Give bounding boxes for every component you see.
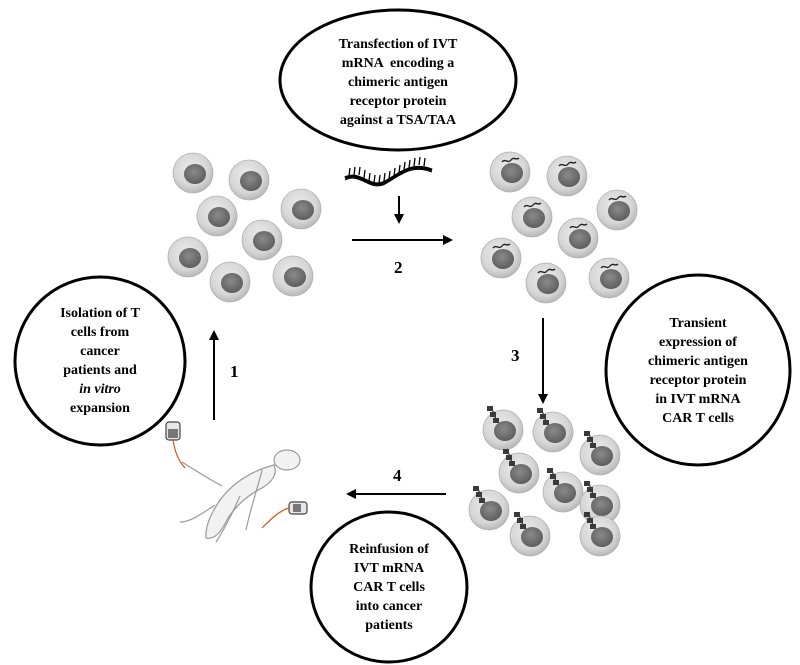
transfection-line-3: chimeric antigen (348, 74, 448, 90)
mrna-squiggle-icon (492, 243, 511, 249)
naive-t-cell (196, 195, 238, 237)
car-receptor-icon (547, 467, 559, 485)
mrna-squiggle-icon (537, 268, 556, 274)
car-receptor-icon (503, 448, 515, 466)
reinfusion-callout-ellipse (309, 510, 469, 664)
naive-t-cell (228, 159, 270, 201)
step-number-3: 3 (511, 346, 520, 365)
naive-t-cell (172, 152, 214, 194)
step-number-4: 4 (393, 466, 402, 485)
mrna-squiggle-icon (501, 157, 520, 163)
naive-t-cell-group (167, 152, 322, 303)
car-t-cell (468, 485, 510, 531)
isolation-line-3: cancer (80, 344, 120, 359)
transfected-t-cell (596, 189, 638, 231)
car-t-cell (509, 511, 551, 557)
isolation-line-5: in vitro (79, 382, 121, 397)
naive-t-cell (209, 261, 251, 303)
car-receptor-icon (514, 511, 526, 529)
reinfusion-line-4: into cancer (355, 598, 423, 614)
car-receptor-icon (584, 430, 596, 448)
isolation-callout-ellipse (13, 275, 187, 447)
car-receptor-icon (537, 407, 549, 425)
patient-icon (179, 449, 301, 543)
naive-t-cell (241, 219, 283, 261)
car-t-cell (482, 405, 524, 451)
expression-line-6: CAR T cells (662, 411, 734, 426)
car-t-cell-group (468, 405, 621, 557)
iv-bag-icon (165, 421, 308, 529)
transfection-line-4: receptor protein (349, 93, 447, 109)
car-t-cell (579, 511, 621, 557)
reinfusion-line-1: Reinfusion of (349, 541, 429, 557)
car-t-cell (542, 467, 584, 513)
car-t-cell (532, 407, 574, 453)
mrna-squiggle-icon (608, 195, 627, 201)
reinfusion-line-2: IVT mRNA (353, 560, 425, 576)
transfection-callout-ellipse (278, 8, 518, 152)
step-number-1: 1 (230, 362, 239, 381)
naive-t-cell (272, 255, 314, 297)
mrna-strand-icon (344, 156, 433, 187)
reinfusion-line-5: patients (365, 617, 413, 633)
mrna-squiggle-icon (569, 223, 588, 229)
expression-callout-ellipse (604, 273, 792, 467)
expression-line-4: receptor protein (649, 373, 747, 388)
transfected-t-cell (480, 237, 522, 279)
transfection-line-1: Transfection of IVT (338, 36, 458, 52)
car-receptor-icon (584, 480, 596, 498)
mrna-squiggle-icon (523, 202, 542, 208)
car-t-cell (579, 430, 621, 476)
transfected-cell-group (480, 151, 638, 304)
transfected-t-cell (546, 155, 588, 197)
isolation-line-4: patients and (63, 363, 137, 378)
expression-line-2: expression of (659, 335, 737, 350)
isolation-line-1: Isolation of T (60, 306, 140, 321)
car-receptor-icon (487, 405, 499, 423)
car-t-cell (498, 448, 540, 494)
transfection-line-2: mRNA encoding a (341, 55, 455, 71)
isolation-callout-text: Isolation of T cells from cancer patient… (30, 304, 170, 418)
mrna-squiggle-icon (558, 161, 577, 167)
naive-t-cell (280, 188, 322, 230)
expression-line-3: chimeric antigen (648, 354, 748, 369)
transfected-t-cell (525, 262, 567, 304)
step-number-2: 2 (394, 258, 403, 277)
mrna-squiggle-icon (600, 263, 619, 269)
transfected-t-cell (588, 257, 630, 299)
transfection-line-5: against a TSA/TAA (339, 112, 457, 128)
car-receptor-icon (584, 511, 596, 529)
expression-line-1: Transient (669, 316, 727, 331)
car-receptor-icon (473, 485, 485, 503)
transfection-callout-text: Transfection of IVT mRNA encoding a chim… (290, 34, 506, 130)
transfected-t-cell (511, 196, 553, 238)
reinfusion-callout-text: Reinfusion of IVT mRNA CAR T cells into … (324, 539, 454, 635)
isolation-line-2: cells from (70, 325, 130, 340)
isolation-line-6: expansion (70, 401, 130, 416)
naive-t-cell (167, 236, 209, 278)
reinfusion-line-3: CAR T cells (353, 579, 425, 595)
expression-line-5: in IVT mRNA (655, 392, 741, 407)
transfected-t-cell (489, 151, 531, 193)
expression-callout-text: Transient expression of chimeric antigen… (614, 314, 782, 428)
transfected-t-cell (557, 217, 599, 259)
